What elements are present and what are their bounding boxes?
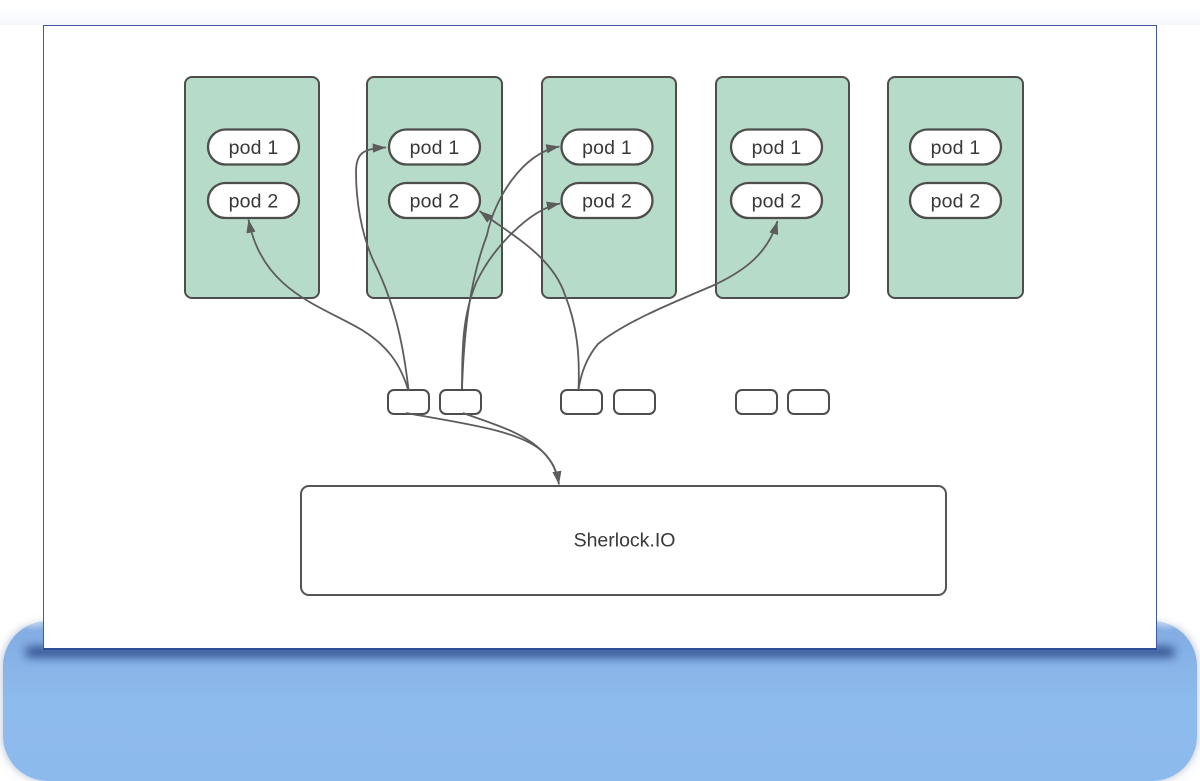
- svg-text:pod 2: pod 2: [582, 191, 632, 213]
- svg-text:pod 1: pod 1: [752, 137, 802, 159]
- svg-text:Sherlock.IO: Sherlock.IO: [574, 530, 676, 552]
- svg-text:pod 1: pod 1: [410, 137, 460, 159]
- svg-text:pod 2: pod 2: [229, 191, 279, 213]
- svg-text:pod 1: pod 1: [931, 137, 981, 159]
- svg-text:pod 1: pod 1: [229, 137, 279, 159]
- svg-text:pod 2: pod 2: [931, 191, 981, 213]
- svg-text:pod 2: pod 2: [410, 191, 460, 213]
- svg-text:pod 2: pod 2: [752, 191, 802, 213]
- svg-text:pod 1: pod 1: [582, 137, 632, 159]
